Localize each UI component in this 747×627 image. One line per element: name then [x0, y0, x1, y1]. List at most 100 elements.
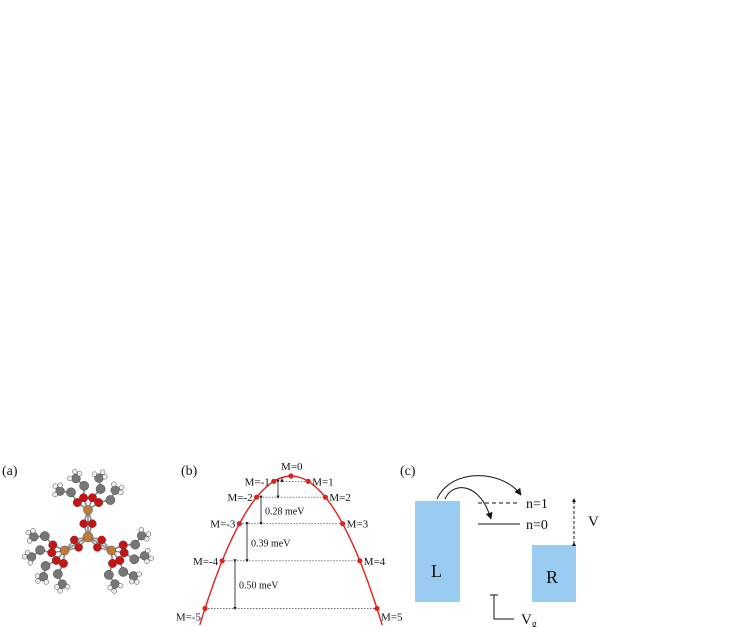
atom	[93, 543, 102, 552]
level-point	[322, 494, 328, 500]
atom	[144, 536, 150, 542]
left-lead	[415, 501, 460, 602]
level-label: M=4	[364, 556, 386, 568]
atom	[53, 569, 63, 579]
atom	[24, 549, 31, 556]
level-label: M=5	[381, 612, 403, 624]
atom	[118, 583, 124, 589]
atom	[67, 475, 73, 482]
atom	[72, 468, 78, 475]
atom	[94, 498, 104, 507]
atom	[51, 556, 61, 565]
left-lead-label: L	[431, 561, 442, 581]
right-lead-label: R	[546, 567, 558, 587]
level-label: M=3	[347, 519, 369, 531]
atom	[57, 482, 63, 488]
atom	[59, 545, 70, 556]
level-label: M=1	[312, 476, 333, 488]
atom	[83, 505, 93, 515]
level-lines	[205, 480, 377, 609]
level-point	[254, 494, 260, 500]
atom	[111, 481, 117, 487]
atom	[79, 493, 89, 503]
atom	[57, 588, 63, 594]
state-n1-label: n=1	[526, 497, 548, 512]
gate-label: Vg	[521, 612, 537, 627]
atom	[119, 484, 125, 491]
atom	[34, 573, 41, 579]
molecule-structure	[21, 468, 154, 594]
level-point	[357, 558, 363, 564]
atom	[30, 528, 36, 534]
atom	[102, 474, 108, 480]
atom	[99, 469, 106, 475]
atom	[74, 543, 83, 552]
level-label: M=-1	[245, 476, 270, 488]
atom	[26, 538, 33, 544]
atom	[97, 535, 106, 545]
atom	[95, 484, 106, 494]
gap-label: 0.50 meV	[239, 581, 279, 592]
level-point	[219, 558, 225, 564]
atom	[108, 559, 117, 568]
atom	[145, 531, 152, 537]
atom	[136, 571, 142, 577]
atom	[107, 585, 113, 591]
atom	[111, 588, 117, 594]
atom	[25, 529, 31, 536]
atom	[128, 571, 139, 581]
atom	[87, 493, 97, 503]
level-point	[374, 605, 380, 612]
atom	[119, 548, 129, 558]
atom	[82, 531, 94, 543]
atom	[88, 519, 97, 528]
right-lead	[532, 545, 576, 602]
atom	[138, 527, 144, 533]
level-point	[340, 521, 346, 527]
state-n0-label: n=0	[526, 518, 548, 533]
atom	[52, 483, 58, 489]
gap-label: 0.39 meV	[251, 538, 291, 549]
transport-schematic: L R n=1 n=0 V Vg	[415, 475, 599, 627]
atom	[148, 555, 154, 561]
atom	[70, 535, 79, 545]
bias-label: V	[588, 514, 599, 530]
atom	[118, 540, 128, 550]
atom	[76, 471, 83, 477]
atom	[52, 491, 58, 498]
level-point	[202, 605, 208, 612]
atom	[27, 560, 34, 566]
atom	[39, 531, 50, 541]
atom	[79, 480, 90, 491]
atom	[79, 519, 88, 528]
level-label: M=-4	[193, 556, 219, 568]
atom	[21, 554, 28, 560]
atom	[134, 579, 140, 585]
atom	[145, 547, 151, 554]
level-label: M=2	[329, 492, 350, 504]
atom	[40, 561, 51, 571]
gate-symbol	[490, 594, 514, 620]
level-label: M=-2	[227, 492, 252, 504]
panel-c-label: (c)	[400, 464, 416, 479]
atom	[35, 545, 45, 555]
atom	[144, 558, 150, 564]
level-point	[288, 473, 294, 479]
panel-a-label: (a)	[2, 464, 18, 479]
atom	[66, 487, 76, 498]
atom	[130, 539, 141, 550]
level-label: M=-3	[210, 519, 236, 531]
atom	[65, 584, 71, 590]
atom	[118, 567, 129, 577]
atom	[103, 570, 114, 580]
level-point	[271, 478, 277, 484]
atom	[35, 578, 41, 584]
panel-b-label: (b)	[181, 464, 198, 479]
atom	[54, 584, 60, 590]
atom	[106, 545, 117, 556]
atom	[57, 579, 67, 589]
atom	[48, 540, 58, 550]
atom	[129, 579, 135, 585]
level-label: M=-5	[176, 612, 202, 624]
atom	[72, 498, 82, 507]
